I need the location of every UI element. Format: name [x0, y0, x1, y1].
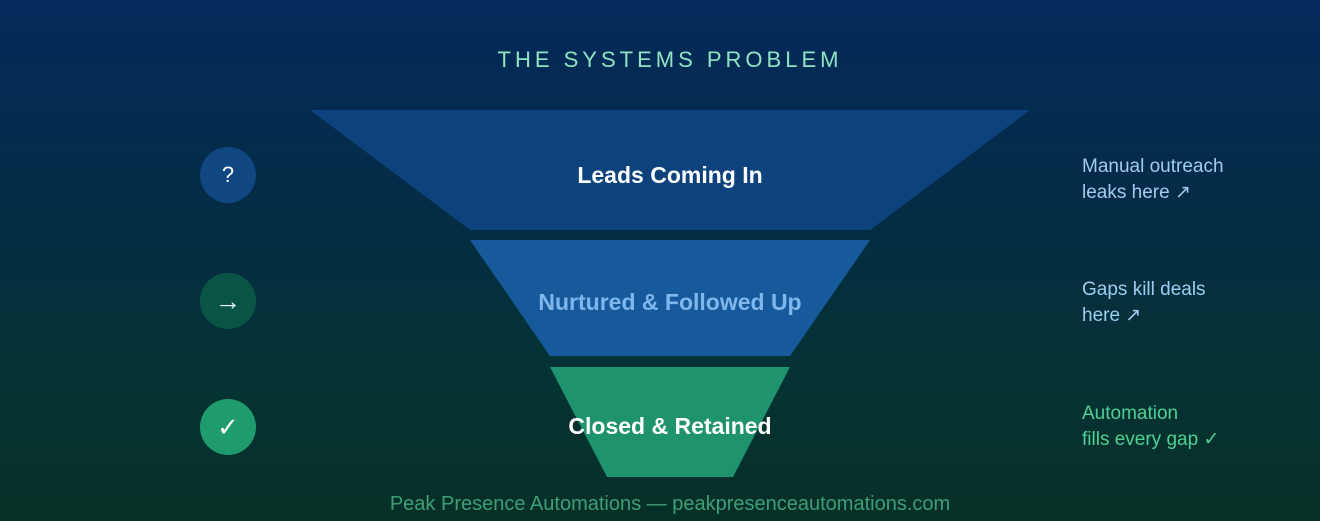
note-closed-line2: fills every gap ✓ [1082, 429, 1220, 450]
stage-label-closed: Closed & Retained [568, 413, 772, 439]
note-leads-line2: leaks here ↗ [1082, 182, 1191, 203]
question-icon: ? [221, 162, 235, 187]
stage-label-nurtured: Nurtured & Followed Up [538, 289, 802, 315]
funnel-stage-closed [550, 367, 790, 477]
stage-label-leads: Leads Coming In [577, 162, 763, 188]
stage-icon-nurtured: → [200, 273, 256, 329]
funnel-stage-leads [310, 110, 1030, 230]
checkmark-icon: ✓ [217, 411, 239, 442]
stage-icon-leads: ? [200, 147, 256, 203]
note-closed-line1: Automation [1082, 403, 1179, 424]
funnel-stage-nurtured [470, 240, 870, 356]
note-nurtured-line2: here ↗ [1082, 305, 1142, 326]
note-nurtured-line1: Gaps kill deals [1082, 279, 1206, 300]
page-title: THE SYSTEMS PROBLEM [497, 47, 843, 72]
note-closed: Automation fills every gap ✓ [1082, 401, 1282, 453]
note-leads: Manual outreach leaks here ↗ [1082, 154, 1282, 206]
arrow-right-icon: → [215, 285, 241, 316]
note-nurtured: Gaps kill deals here ↗ [1082, 277, 1282, 329]
stage-icon-closed: ✓ [200, 399, 256, 455]
footer-credit: Peak Presence Automations — peakpresence… [389, 493, 951, 515]
note-leads-line1: Manual outreach [1082, 156, 1224, 177]
